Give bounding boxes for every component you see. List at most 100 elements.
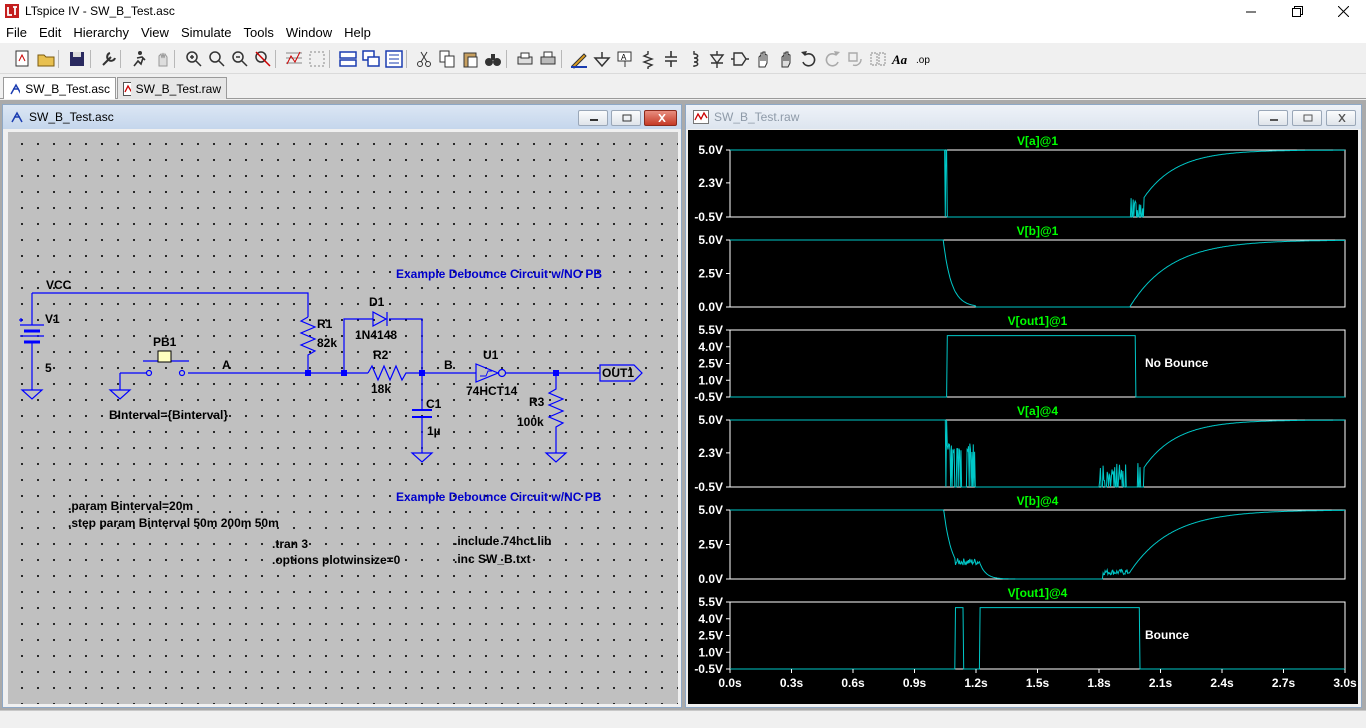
zoom-fit-button[interactable] — [253, 49, 273, 69]
schematic-canvas[interactable]: VCC V1 5 PB1 A R1 82k D1 1N4148 R2 18k B… — [8, 132, 678, 704]
menu-window[interactable]: Window — [285, 25, 333, 40]
paste-button[interactable] — [460, 49, 480, 69]
minimize-icon — [590, 119, 598, 121]
diode-icon — [709, 51, 725, 68]
plot-frame — [729, 149, 1346, 218]
move-button[interactable] — [753, 49, 773, 69]
x-tick-label: 0.0s — [718, 676, 742, 690]
y-tick-label: 2.5V — [698, 629, 723, 643]
menu-simulate[interactable]: Simulate — [180, 25, 232, 40]
comment-no-pb: Example Debounce Circuit w/NO PB — [396, 267, 602, 281]
wire-pb1-ground — [119, 372, 147, 390]
menu-edit[interactable]: Edit — [38, 25, 62, 40]
print-setup-button[interactable] — [515, 49, 535, 69]
ground-v1 — [20, 389, 44, 400]
directive-param: .param Binterval=20m — [68, 499, 193, 513]
halt-button[interactable] — [152, 49, 172, 69]
x-tick-label: 0.9s — [903, 676, 927, 690]
menu-file[interactable]: File — [6, 25, 27, 40]
run-button[interactable] — [129, 49, 149, 69]
mirror-button[interactable] — [868, 49, 888, 69]
rotate-button[interactable] — [845, 49, 865, 69]
spice-directive-button[interactable]: .op — [914, 49, 934, 69]
menu-tools[interactable]: Tools — [243, 25, 274, 40]
component-button[interactable] — [730, 49, 750, 69]
minimize-button[interactable] — [1228, 0, 1274, 23]
junction-dot-b — [419, 370, 425, 376]
draw-wire-button[interactable] — [569, 49, 589, 69]
label-r2-value: 18k — [371, 382, 391, 396]
print-setup-icon — [517, 52, 533, 65]
new-schematic-button[interactable] — [13, 49, 33, 69]
resistor-button[interactable] — [638, 49, 658, 69]
capacitor-button[interactable] — [661, 49, 681, 69]
plot-pane-3[interactable] — [726, 329, 1346, 398]
schematic-minimize-button[interactable] — [578, 110, 608, 126]
zoom-in-button[interactable] — [184, 49, 204, 69]
schematic-close-button[interactable] — [644, 110, 677, 126]
find-button[interactable] — [483, 49, 503, 69]
plot-pane-4[interactable] — [726, 419, 1346, 488]
print-button[interactable] — [538, 49, 558, 69]
rotate-icon — [848, 52, 862, 67]
waveform-restore-button[interactable] — [1292, 110, 1322, 126]
junction-dot-r1 — [305, 370, 311, 376]
open-button[interactable] — [36, 49, 56, 69]
menu-help[interactable]: Help — [344, 25, 371, 40]
x-tick-label: 2.1s — [1149, 676, 1173, 690]
zoom-pan-button[interactable] — [207, 49, 227, 69]
inductor-button[interactable] — [684, 49, 704, 69]
new-schematic-icon — [15, 50, 29, 67]
undo-button[interactable] — [799, 49, 819, 69]
x-tick-label: 0.6s — [841, 676, 865, 690]
grid-button[interactable] — [307, 49, 327, 69]
plot-pane-2[interactable] — [726, 239, 1346, 308]
title-bar: LTspice IV - SW_B_Test.asc — [0, 0, 1366, 23]
label-v1: V1 — [45, 312, 60, 326]
menu-hierarchy[interactable]: Hierarchy — [73, 25, 129, 40]
wire-d1-branch — [343, 318, 423, 373]
copy-button[interactable] — [437, 49, 457, 69]
label-net-button[interactable]: A — [615, 49, 635, 69]
diode-button[interactable] — [707, 49, 727, 69]
schematic-window-titlebar[interactable]: SW_B_Test.asc — [3, 105, 681, 129]
drag-button[interactable] — [776, 49, 796, 69]
x-tick-label: 1.5s — [1026, 676, 1050, 690]
ground-button[interactable] — [592, 49, 612, 69]
pb1-button-cap — [157, 350, 172, 363]
pane-title: V[a]@1 — [1017, 134, 1058, 148]
restore-button[interactable] — [1274, 0, 1320, 23]
tab-schematic[interactable]: SW_B_Test.asc — [3, 77, 116, 99]
directive-options: .options plotwinsize=0 — [272, 553, 401, 567]
cascade-button[interactable] — [361, 49, 381, 69]
close-button[interactable] — [1320, 0, 1366, 23]
schematic-icon — [10, 82, 21, 94]
cut-button[interactable] — [414, 49, 434, 69]
waveform-window-titlebar[interactable]: SW_B_Test.raw — [686, 105, 1361, 129]
waveform-minimize-button[interactable] — [1258, 110, 1288, 126]
r3-resistor-symbol — [547, 373, 565, 453]
plot-pane-5[interactable] — [726, 509, 1346, 580]
text-button[interactable]: Aa — [891, 49, 911, 69]
save-button[interactable] — [67, 49, 87, 69]
tile-vertical-button[interactable] — [384, 49, 404, 69]
schematic-restore-button[interactable] — [611, 110, 641, 126]
junction-dot-r3 — [553, 370, 559, 376]
plot-pane-1[interactable] — [726, 149, 1346, 218]
plot-pane-6[interactable] — [726, 601, 1346, 670]
open-icon — [37, 54, 55, 67]
x-tick-label: 1.8s — [1087, 676, 1111, 690]
control-panel-button[interactable] — [99, 49, 119, 69]
tab-waveform[interactable]: SW_B_Test.raw — [117, 77, 227, 99]
tile-horizontal-button[interactable] — [338, 49, 358, 69]
window-title: LTspice IV - SW_B_Test.asc — [25, 4, 175, 18]
autorange-button[interactable] — [284, 49, 304, 69]
find-icon — [485, 54, 501, 66]
menu-view[interactable]: View — [140, 25, 169, 40]
mirror-icon — [870, 52, 886, 66]
waveform-close-button[interactable] — [1326, 110, 1356, 126]
label-r1: R1 — [317, 317, 333, 331]
redo-button[interactable] — [822, 49, 842, 69]
zoom-out-button[interactable] — [230, 49, 250, 69]
